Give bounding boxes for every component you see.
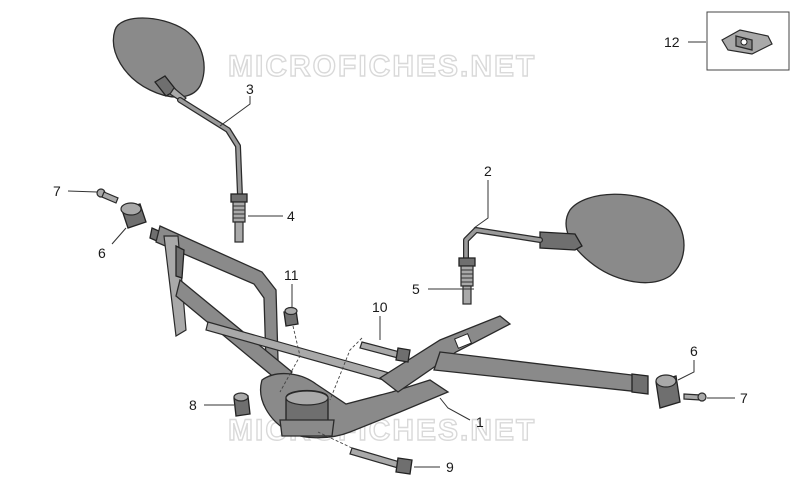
part-3-left-mirror: [112, 17, 243, 199]
callout-6-right: 6: [690, 343, 698, 359]
part-7-right-screw: [683, 392, 707, 402]
watermark-top: MICROFICHES.NET: [228, 50, 536, 83]
callout-3: 3: [246, 81, 254, 97]
part-1-handlebar: [149, 225, 649, 439]
part-9-bolt: [349, 447, 413, 475]
callout-12: 12: [664, 34, 680, 50]
callout-7-left: 7: [53, 183, 61, 199]
callout-4: 4: [287, 208, 295, 224]
callout-7-right: 7: [740, 390, 748, 406]
part-6-left-bar-end: [120, 202, 147, 229]
part-4-left-mirror-thread: [230, 193, 248, 243]
part-5-right-mirror-thread: [458, 257, 476, 305]
callout-10: 10: [372, 299, 388, 315]
callout-8: 8: [189, 397, 197, 413]
callout-6-left: 6: [98, 245, 106, 261]
part-9-guide-line: [317, 431, 353, 449]
part-11-guide-line: [279, 325, 301, 393]
part-6-right-bar-end: [655, 374, 681, 409]
callout-1: 1: [476, 414, 484, 430]
leader-lines: [67, 41, 735, 468]
part-10-guide-line: [329, 337, 363, 401]
part-8-spacer: [233, 392, 251, 417]
part-11-nut: [283, 306, 299, 327]
callout-2: 2: [484, 163, 492, 179]
part-7-left-screw: [96, 188, 119, 204]
callout-9: 9: [446, 459, 454, 475]
part-2-right-mirror: [463, 193, 685, 284]
part-10-bolt: [359, 341, 411, 363]
callout-5: 5: [412, 281, 420, 297]
callout-11: 11: [284, 267, 299, 283]
part-12-clip-inset: [706, 11, 790, 71]
